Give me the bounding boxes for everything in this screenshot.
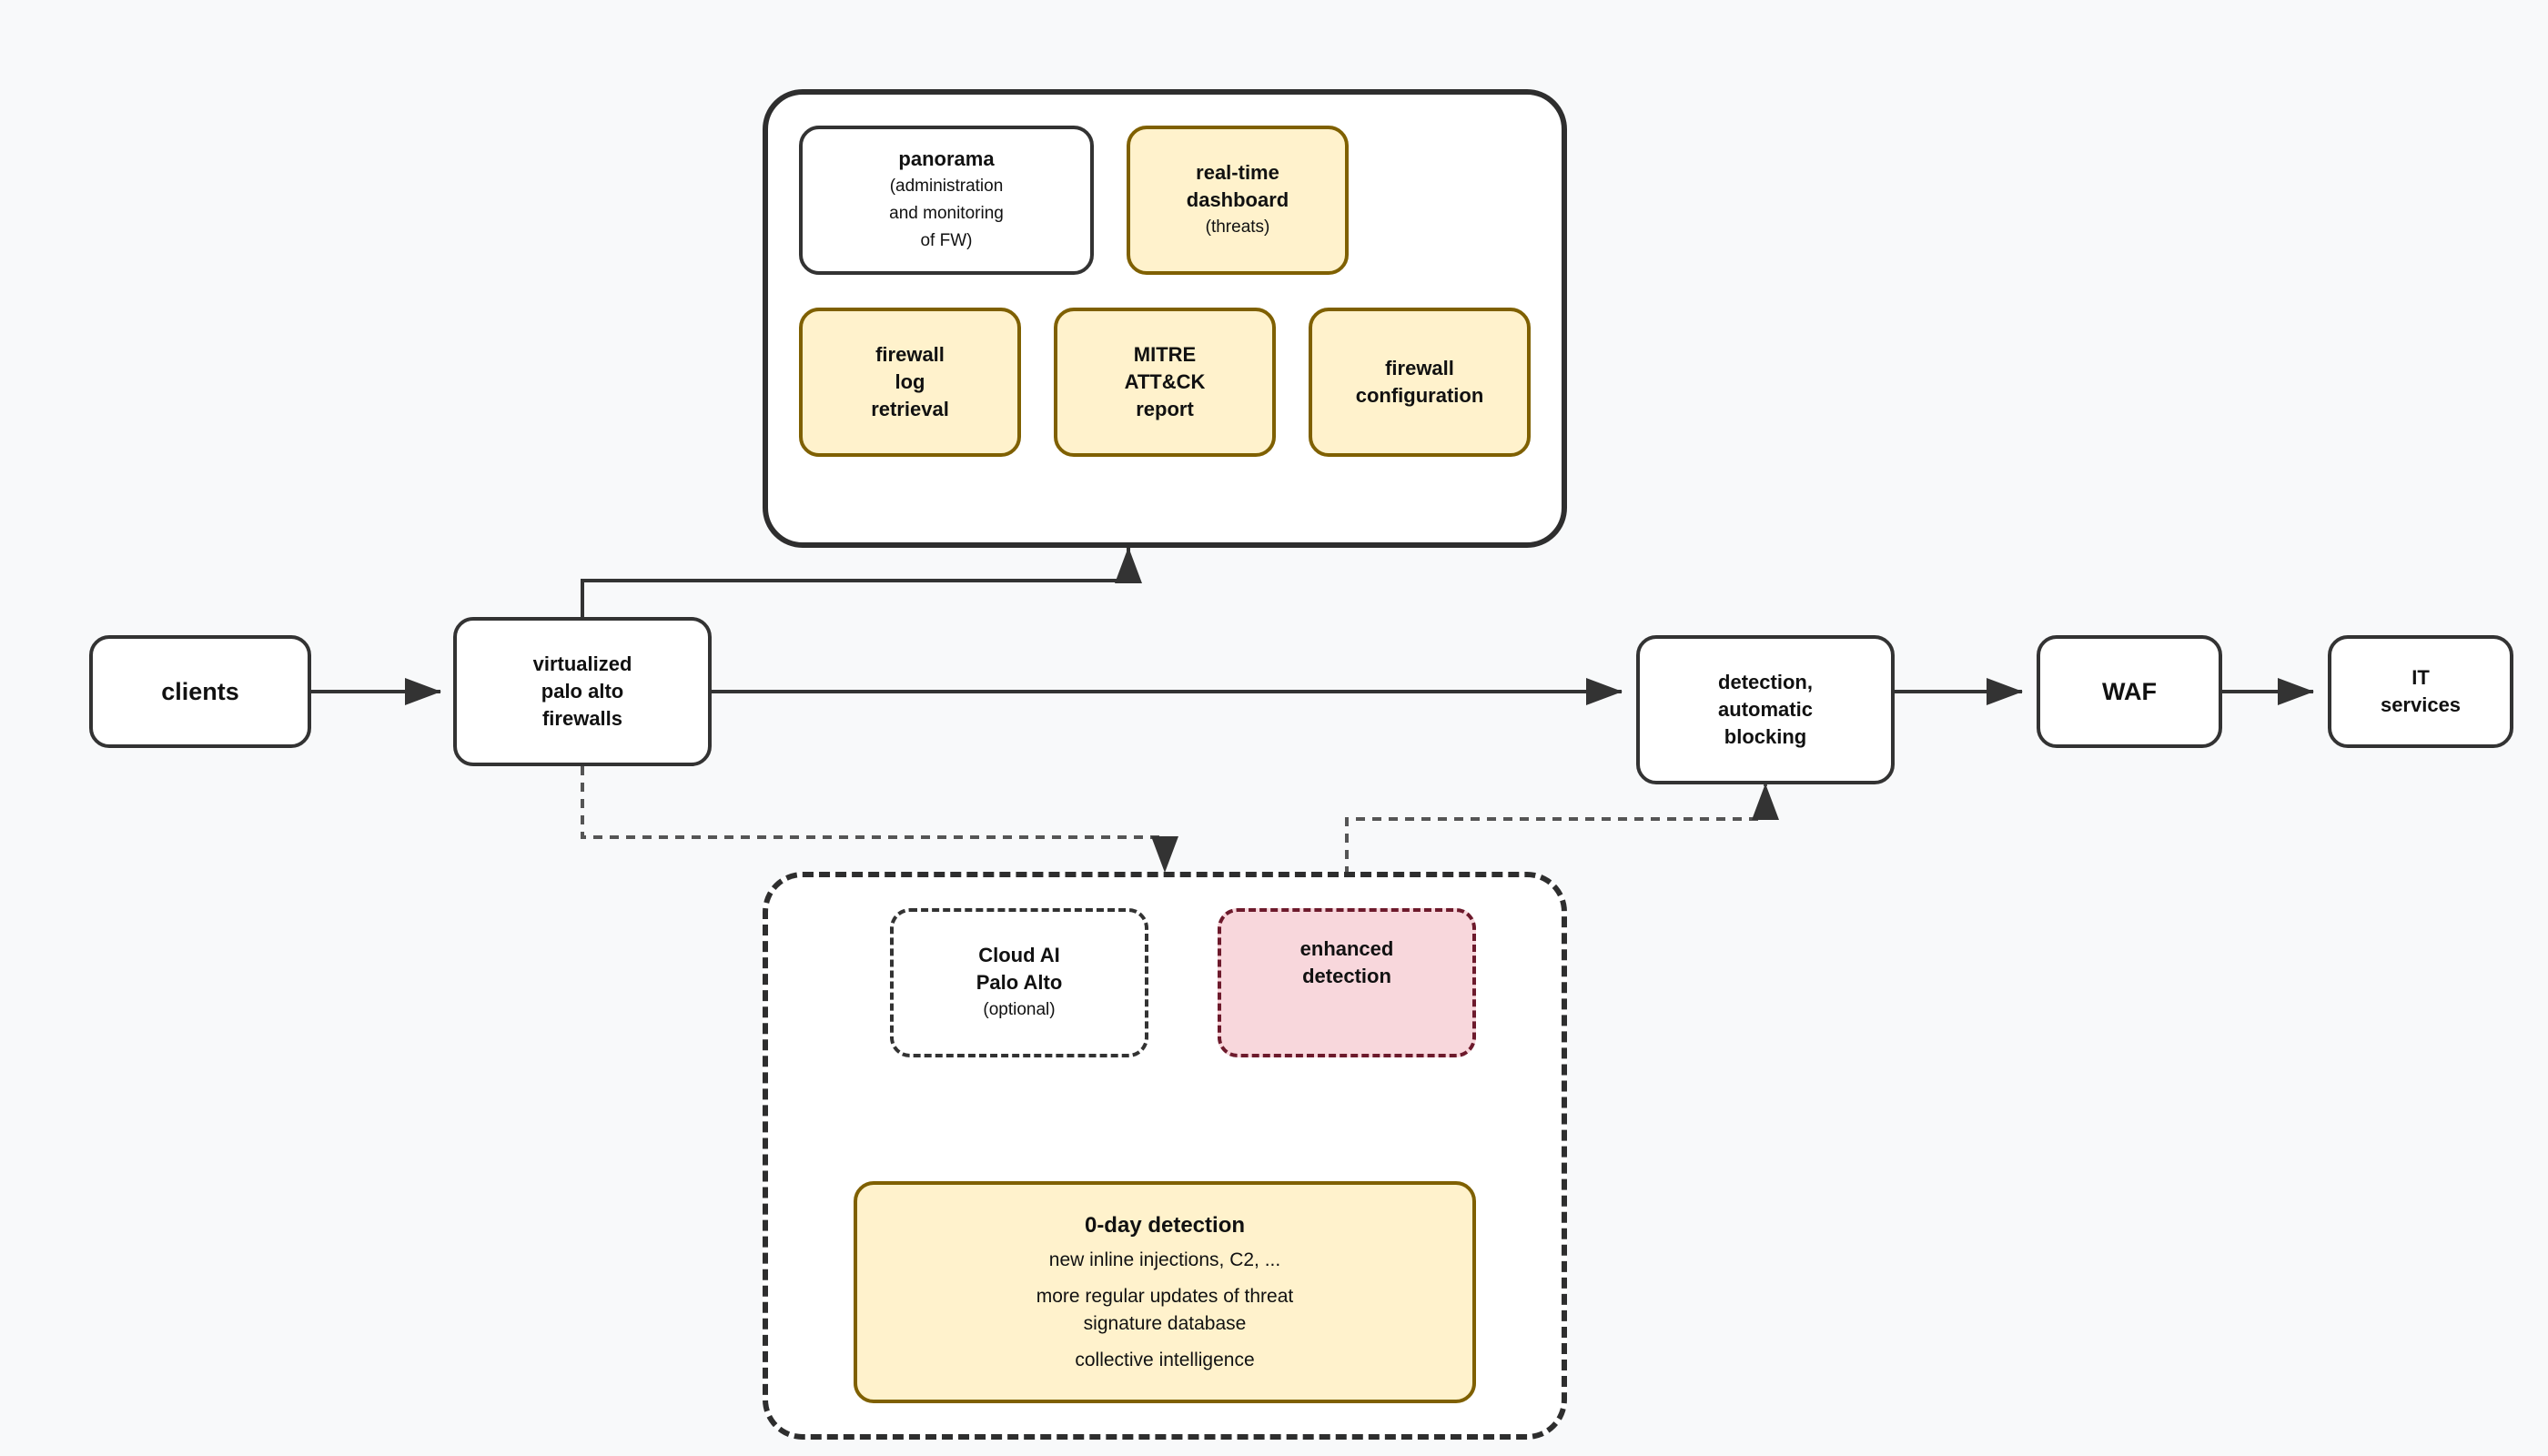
zero-day-box: 0-day detection new inline injections, C… (854, 1181, 1476, 1403)
waf-box: WAF (2037, 635, 2222, 748)
enhanced-detection-box: enhanced detection (1218, 908, 1476, 1057)
it-services-title: IT services (2380, 666, 2462, 716)
arrow-firewalls-to-cloud-group (581, 766, 1178, 873)
cloud-ai-title: Cloud AI Palo Alto (976, 944, 1063, 994)
zero-day-item: more regular updates of threat signature… (1036, 1286, 1294, 1334)
zero-day-title: 0-day detection (1084, 1213, 1246, 1238)
arrow-enhanced-to-detection (1345, 784, 1779, 908)
waf-title: WAF (2102, 678, 2157, 705)
firewall-config-title: firewall configuration (1355, 357, 1484, 407)
dashboard-subtitle: (threats) (1205, 217, 1270, 237)
it-services-box: IT services (2328, 635, 2513, 748)
log-retrieval-title: firewall log retrieval (871, 343, 949, 420)
cloud-ai-subtitle: (optional) (983, 1000, 1056, 1019)
mitre-report-title: MITRE ATT&CK report (1124, 343, 1206, 420)
mitre-report-box: MITRE ATT&CK report (1054, 308, 1276, 457)
panorama-subtitle: (administration and monitoring of FW) (889, 177, 1004, 250)
detection-box: detection, automatic blocking (1636, 635, 1895, 784)
clients-box: clients (89, 635, 311, 748)
detection-title: detection, automatic blocking (1718, 671, 1813, 748)
panorama-title: panorama (898, 147, 995, 170)
firewalls-title: virtualized palo alto firewalls (532, 652, 632, 730)
dashboard-box: real-time dashboard (threats) (1127, 126, 1349, 275)
zero-day-item: new inline injections, C2, ... (1048, 1249, 1281, 1270)
dashboard-title: real-time dashboard (1186, 161, 1289, 211)
cloud-ai-box: Cloud AI Palo Alto (optional) (890, 908, 1148, 1057)
firewall-config-box: firewall configuration (1309, 308, 1531, 457)
enhanced-detection-title: enhanced detection (1299, 937, 1394, 987)
firewalls-box: virtualized palo alto firewalls (453, 617, 712, 766)
clients-title: clients (161, 678, 239, 705)
panorama-box: panorama (administration and monitoring … (799, 126, 1094, 275)
arrow-firewalls-to-management (581, 547, 1142, 617)
log-retrieval-box: firewall log retrieval (799, 308, 1021, 457)
zero-day-item: collective intelligence (1075, 1350, 1255, 1370)
